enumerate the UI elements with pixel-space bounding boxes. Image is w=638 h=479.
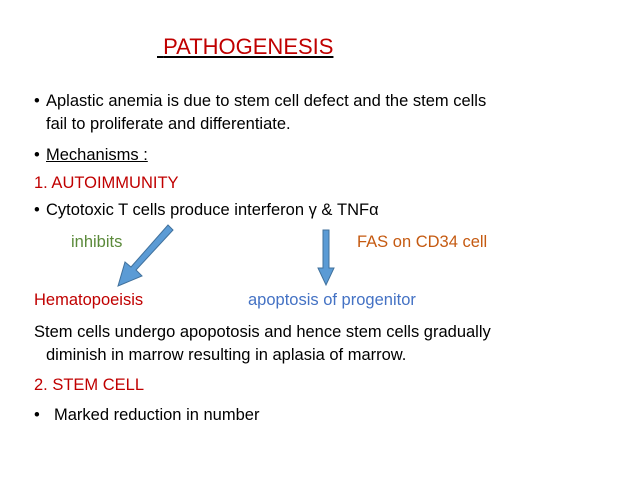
label-apoptosis: apoptosis of progenitor (248, 291, 416, 309)
heading-stem-cell: 2. STEM CELL (34, 376, 145, 394)
label-fas: FAS on CD34 cell (357, 233, 488, 251)
bullet-cytotoxic: •Cytotoxic T cells produce interferon γ … (34, 199, 379, 222)
bullet-mechanisms: •Mechanisms : (34, 144, 148, 167)
label-inhibits: inhibits (71, 233, 123, 251)
diagonal-arrow-icon (117, 224, 174, 287)
bullet-aplastic-cont: fail to proliferate and differentiate. (46, 115, 291, 133)
slide-title: PATHOGENESIS (163, 34, 334, 59)
heading-autoimmunity: 1. AUTOIMMUNITY (34, 174, 179, 192)
down-arrow-icon (317, 229, 335, 287)
bullet-marker: • (34, 92, 40, 110)
stem-cells-text: Stem cells undergo apopotosis and hence … (34, 323, 491, 341)
bullet-aplastic: •Aplastic anemia is due to stem cell def… (34, 90, 486, 113)
bullet-marker: • (34, 146, 40, 164)
label-hematopoeisis: Hematopoeisis (34, 291, 144, 309)
bullet-marked-reduction: •Marked reduction in number (34, 404, 259, 427)
bullet-marker: • (34, 201, 40, 219)
stem-cells-text-cont: diminish in marrow resulting in aplasia … (46, 346, 407, 364)
bullet-marker: • (34, 406, 40, 424)
